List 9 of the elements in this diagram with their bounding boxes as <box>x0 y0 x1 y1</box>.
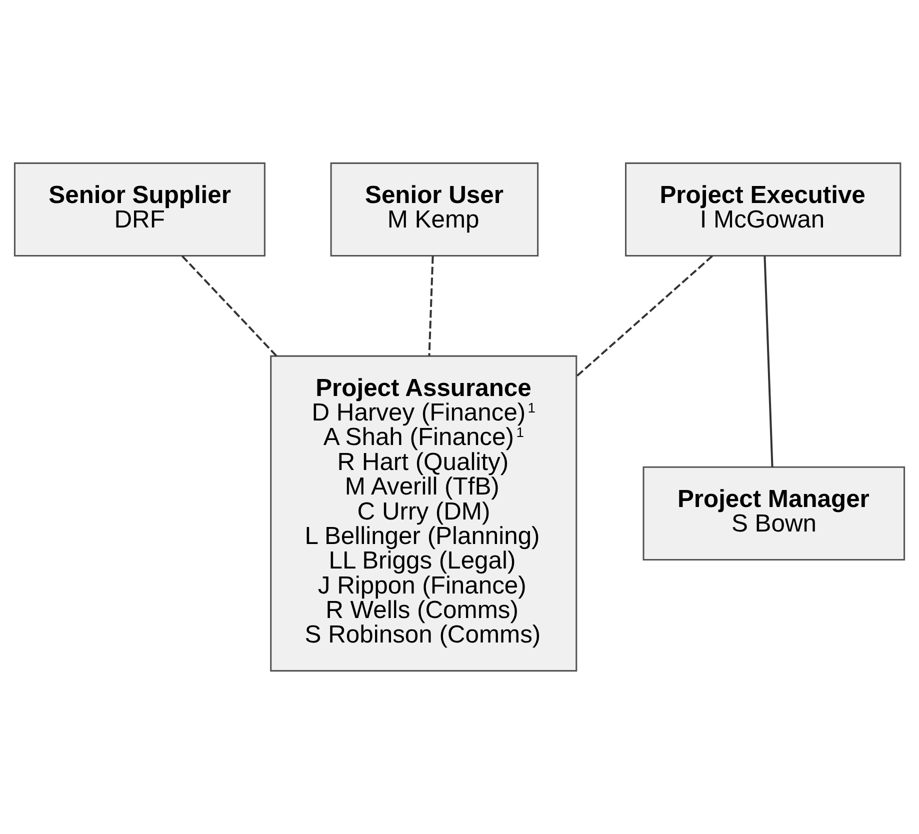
node-box: Project Manager S Bown <box>642 466 906 560</box>
node-box: Project Executive I McGowan <box>624 162 902 257</box>
node-box: Senior Supplier DRF <box>14 162 266 257</box>
connector <box>764 256 774 468</box>
node-box: Senior User M Kemp <box>330 162 539 257</box>
node-box: Project Assurance D Harvey (Finance)$^{1}$ A Shah (Finance)$^{1}$ R Hart (Quality) M Averill (TfB) C Urry (DM) L Bellinger (Planning) LL Briggs (Legal) J Rippon (Finance) R Wells (Comms) S Robinson (Comms) <box>270 355 578 672</box>
connector <box>428 256 434 356</box>
connector <box>576 255 713 377</box>
connector <box>181 255 278 357</box>
